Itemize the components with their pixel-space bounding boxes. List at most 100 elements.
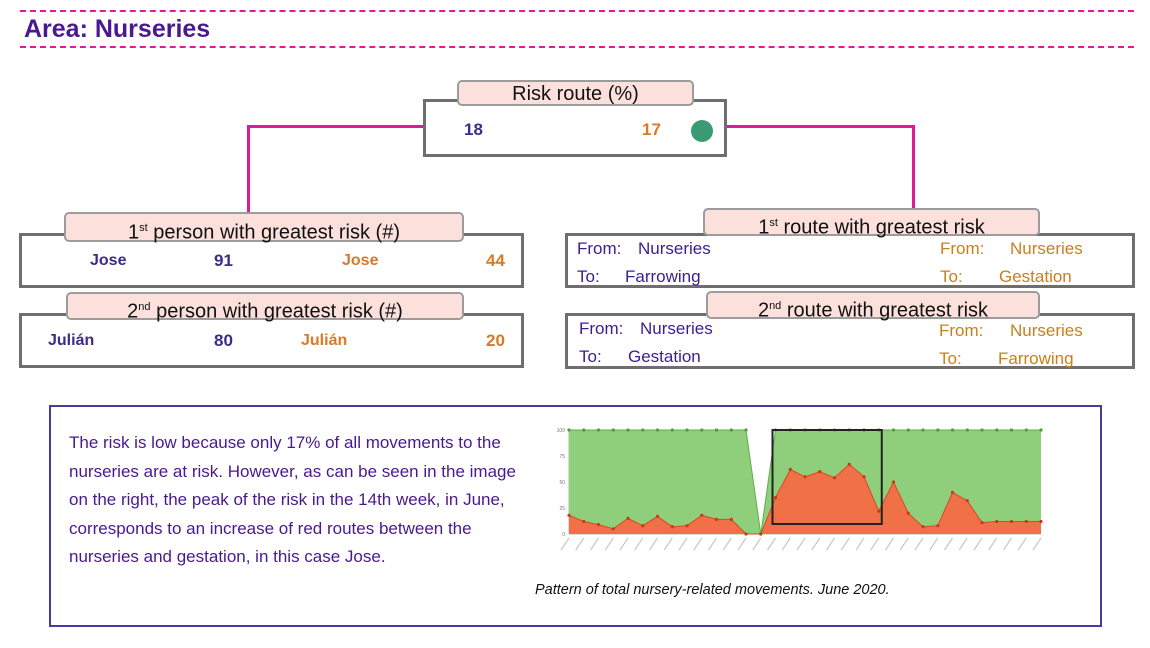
highlight-box bbox=[771, 429, 883, 525]
series-0-point bbox=[950, 428, 955, 432]
x-tick-mark bbox=[899, 537, 909, 551]
series-1-point bbox=[965, 499, 969, 503]
x-tick-mark bbox=[885, 537, 894, 551]
series-1-area bbox=[569, 464, 1041, 534]
route2-left-from: From:Nurseries bbox=[579, 319, 713, 339]
route1-right-to: To:Gestation bbox=[940, 267, 1072, 287]
x-tick-mark bbox=[619, 537, 629, 551]
series-1-point bbox=[788, 467, 792, 472]
route2-label-text: route with greatest risk bbox=[781, 299, 989, 322]
route2-left-from-label: From: bbox=[579, 319, 624, 338]
series-1-point bbox=[626, 516, 630, 520]
risk-route-label: Risk route (%) bbox=[457, 80, 694, 106]
series-1-point bbox=[700, 513, 704, 517]
series-1-point bbox=[596, 523, 601, 527]
series-1-point bbox=[921, 525, 925, 529]
series-1-point bbox=[641, 524, 645, 528]
bottom-dashed-rule bbox=[20, 46, 1134, 48]
x-tick-mark bbox=[929, 537, 939, 551]
person1-label-text: person with greatest risk (#) bbox=[147, 221, 400, 244]
x-tick-mark bbox=[811, 537, 821, 551]
y-tick-label: 75 bbox=[559, 454, 565, 460]
series-0-point bbox=[906, 428, 910, 432]
series-1-point bbox=[773, 496, 778, 500]
route2-right-to-value: Farrowing bbox=[998, 349, 1074, 368]
series-1-point bbox=[877, 509, 881, 513]
connector-left-horizontal bbox=[247, 125, 427, 128]
series-0-point bbox=[626, 428, 630, 432]
series-1-point bbox=[818, 470, 822, 474]
route2-box: From:Nurseries To:Gestation From:Nurseri… bbox=[565, 313, 1135, 369]
risk-route-value-purple: 18 bbox=[464, 120, 483, 139]
series-1-point bbox=[906, 511, 910, 515]
person2-ordinal: 2 bbox=[127, 300, 139, 323]
series-0-point bbox=[744, 428, 748, 432]
series-0-point bbox=[714, 428, 719, 432]
x-tick-mark bbox=[708, 537, 717, 551]
route1-label: 1st route with greatest risk bbox=[703, 208, 1040, 239]
route2-right-to-label: To: bbox=[939, 349, 962, 368]
x-tick-mark bbox=[604, 537, 614, 551]
x-tick-mark bbox=[722, 537, 732, 551]
x-tick-mark bbox=[958, 537, 968, 551]
series-1-point bbox=[611, 527, 615, 531]
x-tick-mark bbox=[796, 537, 806, 551]
x-tick-mark bbox=[649, 537, 658, 551]
x-tick-mark bbox=[634, 537, 644, 551]
person1-label: 1st person with greatest risk (#) bbox=[64, 212, 464, 244]
x-tick-mark bbox=[663, 537, 673, 551]
y-tick-label: 50 bbox=[559, 480, 565, 486]
series-0-point bbox=[582, 428, 586, 432]
route2-label: 2nd route with greatest risk bbox=[706, 291, 1040, 322]
route2-right-to: To: Farrowing bbox=[939, 349, 1074, 369]
series-1-point bbox=[1039, 519, 1043, 524]
route1-left-to-value: Farrowing bbox=[625, 267, 701, 286]
route1-left-to: To: Farrowing bbox=[577, 267, 701, 287]
route1-sup: st bbox=[769, 217, 778, 229]
route2-ordinal: 2 bbox=[757, 299, 770, 322]
series-1-point bbox=[759, 532, 763, 536]
route1-ordinal: 1 bbox=[758, 216, 770, 239]
x-tick-mark bbox=[870, 537, 880, 551]
series-1-point bbox=[936, 524, 940, 528]
x-tick-mark bbox=[781, 537, 791, 551]
series-0-point bbox=[611, 428, 615, 432]
route2-right-from-value: Nurseries bbox=[1010, 321, 1083, 340]
x-tick-mark bbox=[1032, 537, 1042, 551]
route2-right-from-label: From: bbox=[939, 321, 984, 340]
person2-name-orange: Julián bbox=[301, 332, 348, 349]
x-tick-mark bbox=[767, 537, 776, 551]
series-1-point bbox=[582, 519, 586, 524]
series-0-point bbox=[891, 428, 896, 432]
series-0-point bbox=[1024, 428, 1028, 432]
route2-left-to-label: To: bbox=[579, 347, 602, 366]
route1-right-to-label: To: bbox=[940, 267, 963, 286]
route1-left-from-value: Nurseries bbox=[638, 239, 711, 258]
series-1-point bbox=[950, 490, 955, 494]
person2-name-purple: Julián bbox=[48, 332, 95, 349]
x-tick-mark bbox=[737, 537, 747, 551]
x-tick-mark bbox=[1003, 537, 1012, 551]
x-tick-mark bbox=[840, 537, 850, 551]
risk-status-dot bbox=[691, 120, 713, 142]
x-tick-mark bbox=[855, 537, 865, 551]
person1-name-purple: Jose bbox=[90, 252, 127, 269]
route1-box: From:Nurseries To:Farrowing From:Nurseri… bbox=[565, 233, 1135, 288]
x-tick-mark bbox=[944, 537, 953, 551]
series-1-point bbox=[1009, 519, 1014, 524]
series-0-point bbox=[995, 428, 999, 432]
series-0-point bbox=[1009, 428, 1014, 432]
x-tick-mark bbox=[988, 537, 998, 551]
series-1-point bbox=[685, 524, 689, 528]
person2-box: Julián 80 Julián 20 bbox=[19, 313, 524, 368]
series-0-point bbox=[596, 428, 601, 432]
route2-right-from: From: Nurseries bbox=[939, 321, 1083, 341]
route1-left-to-label: To: bbox=[577, 267, 600, 286]
person1-value-orange: 44 bbox=[486, 251, 505, 270]
series-1-point bbox=[891, 480, 896, 484]
series-1-point bbox=[995, 519, 999, 524]
route2-sup: nd bbox=[769, 300, 782, 312]
series-0-point bbox=[1039, 428, 1043, 432]
person1-value-purple: 91 bbox=[214, 251, 233, 270]
series-0-point bbox=[729, 428, 733, 432]
